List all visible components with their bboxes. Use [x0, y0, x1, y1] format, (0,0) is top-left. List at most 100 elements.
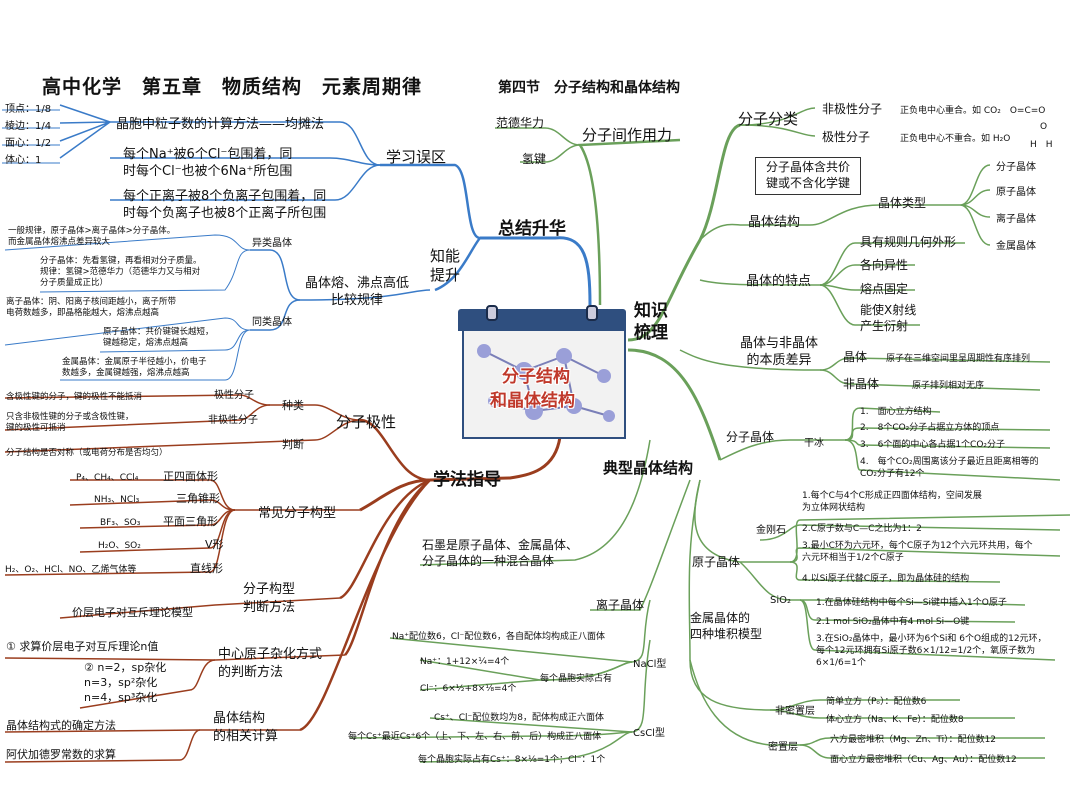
summary-node[interactable]: 总结升华: [498, 219, 566, 239]
diamond-item-4: 4.以Si原子代替C原子，即为晶体硅的结构: [802, 574, 970, 584]
diamond-label: 金刚石: [756, 525, 786, 536]
judge-desc: 分子结构是否对称（或电荷分布是否均匀）: [6, 448, 168, 458]
type-atomic: 原子晶体: [996, 187, 1036, 198]
nonpolar-mol-desc: 只含非极性键的分子或含极性键， 键的极性可抵消: [6, 412, 134, 433]
dry-item-2: 2. 8个CO₂分子占据立方体的顶点: [860, 423, 1000, 433]
feature-melting: 熔点固定: [860, 282, 909, 296]
hybrid-step-1: ① 求算价层电子对互斥理论n值: [6, 640, 159, 653]
calc-node[interactable]: 晶体结构 的相关计算: [213, 711, 279, 744]
shape-mol-3: BF₃、SO₃: [100, 518, 141, 528]
count-face: 面心：1/2: [5, 138, 52, 149]
nondense-item-2: 体心立方（Na、K、Fe）：配位数8: [826, 715, 964, 725]
count-body: 体心：1: [5, 155, 42, 166]
molecule-icon: [477, 344, 615, 422]
water-o: O: [1040, 122, 1048, 132]
calendar-ring: [486, 305, 498, 321]
ionic-crystal-node[interactable]: 离子晶体: [596, 598, 645, 612]
page-title: 高中化学 第五章 物质结构 元素周期律: [42, 76, 423, 98]
hydrogen-bond: 氢键: [522, 152, 547, 166]
dry-item-3: 3. 6个面的中心各占据1个CO₂分子: [860, 440, 1006, 450]
callout-box: 分子晶体含共价 键或不含化学键: [755, 157, 861, 195]
count-vertex: 顶点：1/8: [5, 104, 52, 115]
cscl-bot: 每个晶胞实际占有Cs⁺：8×⅛=1个；Cl⁻：1个: [418, 755, 606, 765]
dense-label: 密置层: [768, 742, 798, 753]
diamond-item-1: 1.每个C与4个C形成正四面体结构，空间发展 为立体网状结构: [802, 491, 982, 513]
ions-line2: 时每个负离子也被8个正离子所包围: [123, 206, 327, 221]
diff-rule-1: 一般规律，原子晶体>离子晶体>分子晶体。 而金属晶体熔沸点差异较大: [8, 226, 176, 247]
callout-text: 分子晶体含共价 键或不含化学键: [765, 160, 850, 190]
type-metallic: 金属晶体: [996, 241, 1036, 252]
center-title-line2: 和晶体结构: [490, 391, 575, 411]
amorphous-desc: 原子排列相对无序: [912, 381, 985, 391]
shape-mol-2: NH₃、NCl₃: [94, 495, 140, 505]
nondense-item-1: 简单立方（Pₒ）：配位数6: [826, 697, 927, 707]
judge-method-node[interactable]: 分子构型 判断方法: [243, 582, 296, 615]
kinds-label: 种类: [282, 399, 304, 412]
water-h: H H: [1030, 140, 1053, 150]
types-node[interactable]: 晶体类型: [878, 196, 927, 210]
intermolecular-node[interactable]: 分子间作用力: [582, 126, 673, 144]
amorphous-label: 非晶体: [843, 377, 880, 391]
dense-item-2: 面心立方最密堆积（Cu、Ag、Au）：配位数12: [830, 755, 1017, 765]
shape-mol-4: H₂O、SO₂: [98, 541, 141, 551]
polar-label: 极性分子: [822, 130, 871, 144]
crystal-desc: 原子在三维空间里呈周期性有序排列: [886, 354, 1031, 364]
nonpolar-desc: 正负电中心重合。如 CO₂ O=C=O: [900, 106, 1046, 116]
learn-error-node[interactable]: 学习误区: [386, 148, 447, 166]
features-node[interactable]: 晶体的特点: [746, 274, 812, 289]
shape-name-4: V形: [205, 538, 224, 551]
polarity-node[interactable]: 分子极性: [336, 413, 397, 431]
mol-crystal-node[interactable]: 分子晶体: [726, 430, 775, 444]
polar-mol-label: 极性分子: [214, 390, 254, 401]
sio2-item-1: 1.在晶体硅结构中每个Si—Si键中插入1个O原子: [816, 598, 1007, 608]
nondense-label: 非密置层: [775, 706, 815, 717]
same-rule-3: 金属晶体：金属原子半径越小，价电子 数越多，金属键越强，熔沸点越高: [62, 357, 207, 378]
hybrid-step-2: ② n=2，sp杂化 n=3，sp²杂化 n=4，sp³杂化: [84, 661, 167, 704]
method-node[interactable]: 学法指导: [433, 470, 501, 490]
dry-item-4: 4. 每个CO₂周围离该分子最近且距离相等的 CO₂分子有12个: [860, 457, 1039, 479]
diamond-item-2: 2.C原子数与C—C之比为1：2: [802, 524, 922, 534]
hybrid-node[interactable]: 中心原子杂化方式 的判断方法: [218, 647, 323, 680]
nacl-top: Na⁺配位数6，Cl⁻配位数6，各自配体均构成正八面体: [392, 632, 605, 642]
calendar-ring: [586, 305, 598, 321]
nacl-line2: 时每个Cl⁻也被个6Na⁺所包围: [123, 164, 293, 179]
calendar-body: [462, 329, 626, 439]
atom-crystal-node[interactable]: 原子晶体: [692, 555, 741, 569]
knowledge-node[interactable]: 知识 梳理: [634, 301, 668, 343]
polar-mol-desc: 含极性键的分子，键的极性不能抵消: [6, 392, 143, 402]
metal-crystal-node[interactable]: 金属晶体的 四种堆积模型: [690, 611, 763, 641]
mol-classify-node[interactable]: 分子分类: [738, 110, 799, 128]
structure-node[interactable]: 晶体结构: [748, 215, 801, 230]
dense-item-1: 六方最密堆积（Mg、Zn、Ti）：配位数12: [830, 735, 997, 745]
feature-aniso: 各向异性: [860, 258, 909, 272]
melt-rule-node[interactable]: 晶体熔、沸点高低 比较规律: [305, 276, 410, 308]
dry-item-1: 1. 面心立方结构: [860, 407, 932, 417]
feature-shape: 具有规则几何外形: [860, 235, 957, 249]
center-calendar-icon: [458, 305, 626, 439]
calc-item-1: 晶体结构式的确定方法: [6, 719, 116, 732]
shapes-node[interactable]: 常见分子构型: [258, 506, 337, 521]
type-molecular: 分子晶体: [996, 162, 1036, 173]
ions-line1: 每个正离子被8个负离子包围着，同: [123, 189, 327, 204]
typical-node[interactable]: 典型晶体结构: [603, 459, 694, 477]
diamond-item-3: 3.最小C环为六元环，每个C原子为12个六元环共用，每个 六元环相当于1/2个C…: [802, 541, 1033, 563]
center-title-line1: 分子结构: [502, 367, 570, 387]
sio2-item-3: 3.在SiO₂晶体中，最小环为6个Si和 6个O组成的12元环， 每个12元环拥…: [816, 634, 1047, 668]
same-rule-2: 原子晶体：共价键键长越短， 键越稳定，熔沸点越高: [103, 327, 214, 348]
judge-label: 判断: [282, 438, 304, 451]
ability-node[interactable]: 知能 提升: [430, 247, 461, 284]
shape-name-3: 平面三角形: [163, 515, 218, 528]
same-rule-1: 离子晶体：阴、阳离子核间距越小，离子所带 电荷数越多，即晶格能越大，熔沸点越高: [6, 297, 177, 318]
section-title: 第四节 分子结构和晶体结构: [498, 80, 680, 96]
calendar-header: [458, 309, 626, 331]
essence-node[interactable]: 晶体与非晶体 的本质差异: [740, 336, 819, 368]
nonpolar-mol-label: 非极性分子: [208, 415, 258, 426]
nacl-na: Na⁺：1+12×¼=4个: [420, 657, 510, 667]
diff-rule-2: 分子晶体：先看氢键，再看相对分子质量。 规律：氢键>范德华力（范德华力又与相对 …: [40, 256, 202, 288]
count-edge: 棱边：1/4: [5, 121, 52, 132]
van-der-waals: 范德华力: [496, 116, 545, 130]
average-method-label: 晶胞中粒子数的计算方法——均摊法: [116, 117, 325, 132]
nonpolar-label: 非极性分子: [822, 102, 883, 116]
nacl-line1: 每个Na⁺被6个Cl⁻包围着，同: [123, 147, 293, 162]
